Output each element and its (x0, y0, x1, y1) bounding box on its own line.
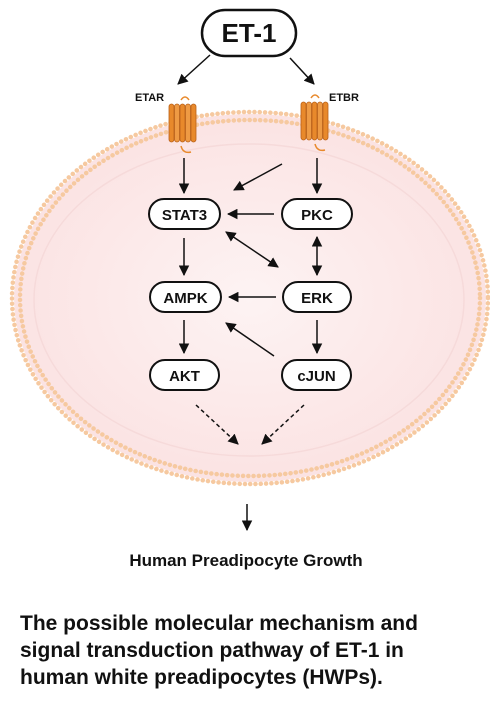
node-stat3: STAT3 (148, 198, 221, 230)
node-pkc-label: PKC (301, 207, 333, 224)
arrow-cjun-ampk (225, 322, 275, 357)
node-ampk: AMPK (149, 281, 222, 313)
nucleus-outline (33, 143, 465, 457)
outcome-label: Human Preadipocyte Growth (129, 551, 362, 570)
receptor-label-etbr: ETBR (329, 92, 359, 104)
node-pkc: PKC (281, 198, 353, 230)
caption-line-2: signal transduction pathway of ET-1 in (20, 639, 404, 662)
node-cjun: cJUN (281, 359, 352, 391)
caption-line-1: The possible molecular mechanism and (20, 612, 418, 635)
node-ampk-label: AMPK (163, 290, 207, 307)
node-erk-label: ERK (301, 290, 333, 307)
ligand-node: ET-1 (200, 8, 298, 58)
node-stat3-label: STAT3 (162, 207, 207, 224)
caption-line-3: human white preadipocytes (HWPs). (20, 666, 383, 689)
node-cjun-label: cJUN (297, 368, 335, 385)
etbr-receptor-icon (300, 94, 329, 152)
ligand-label: ET-1 (222, 18, 277, 48)
dashed-arrow-akt-growth (195, 404, 239, 445)
node-erk: ERK (282, 281, 352, 313)
receptor-label-etar: ETAR (135, 92, 164, 104)
arrow-stat3-erk (225, 231, 279, 268)
cell-body (14, 114, 486, 482)
arrow-et1-etar (177, 54, 211, 85)
arrow-etbr-stat3 (233, 163, 283, 191)
node-akt: AKT (149, 359, 220, 391)
cell-membrane (9, 109, 490, 487)
node-akt-label: AKT (169, 368, 200, 385)
arrow-et1-etbr (289, 57, 315, 85)
membrane-outer-dots (9, 109, 490, 487)
dashed-arrow-cjun-growth (261, 404, 305, 445)
figure-caption: The possible molecular mechanism and sig… (20, 610, 480, 691)
etar-receptor-icon (168, 96, 197, 154)
membrane-inner-dots (17, 117, 483, 479)
